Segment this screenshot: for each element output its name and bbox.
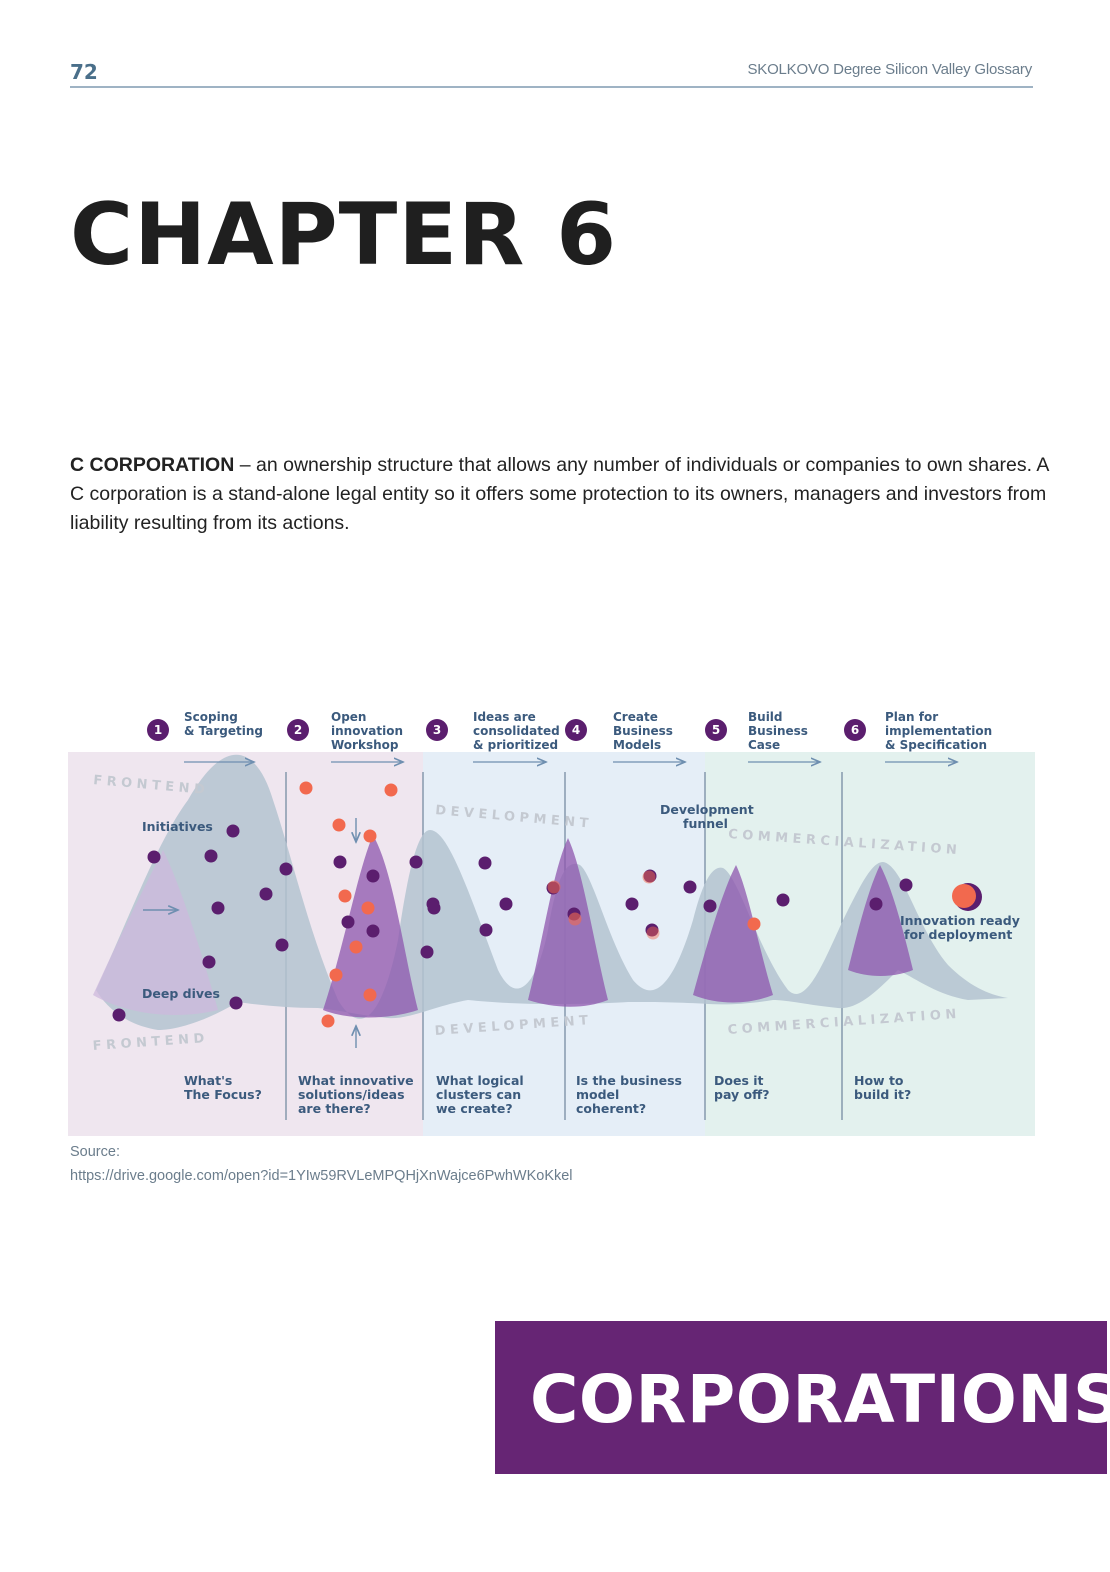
initiatives-label: Initiatives [142, 819, 213, 834]
source-label: Source: [70, 1144, 120, 1160]
funnel-label-1: Development [660, 802, 754, 817]
svg-text:pay off?: pay off? [714, 1087, 769, 1102]
step-2-line3: Workshop [331, 738, 399, 752]
step-4-number: 4 [572, 723, 580, 737]
step-3-number: 3 [433, 723, 441, 737]
funnel-label-2: funnel [683, 816, 728, 831]
svg-text:are there?: are there? [298, 1101, 371, 1116]
step-2-number: 2 [294, 723, 302, 737]
innovation-process-diagram: FRONTEND FRONTEND DEVELOPMENT DEVELOPMEN… [68, 690, 1035, 1136]
step-6-number: 6 [851, 723, 859, 737]
svg-text:Is the business: Is the business [576, 1073, 682, 1088]
svg-text:What innovative: What innovative [298, 1073, 414, 1088]
step-4-line1: Create [613, 710, 658, 724]
ready-label-2: for deployment [904, 927, 1012, 942]
step-3-line1: Ideas are [473, 710, 536, 724]
deep-dives-label: Deep dives [142, 986, 220, 1001]
definition-term: C CORPORATION [70, 454, 234, 476]
step-6-line2: implementation [885, 724, 992, 738]
section-banner-title: CORPORATIONS [530, 1361, 1110, 1438]
step-6-line1: Plan for [885, 710, 938, 724]
step-1-number: 1 [154, 723, 162, 737]
svg-text:What logical: What logical [436, 1073, 524, 1088]
svg-text:clusters can: clusters can [436, 1087, 521, 1102]
step-5-line3: Case [748, 738, 780, 752]
running-header: SKOLKOVO Degree Silicon Valley Glossary [747, 61, 1032, 78]
step-4-line2: Business [613, 724, 673, 738]
step-1-line1: Scoping [184, 710, 238, 724]
svg-text:How to: How to [854, 1073, 904, 1088]
step-2-line2: innovation [331, 724, 403, 738]
ready-label-1: Innovation ready [900, 913, 1020, 928]
step-3-line2: consolidated [473, 724, 560, 738]
svg-text:model: model [576, 1087, 619, 1102]
svg-text:The Focus?: The Focus? [184, 1087, 262, 1102]
svg-text:solutions/ideas: solutions/ideas [298, 1087, 405, 1102]
definition-paragraph: C CORPORATION – an ownership structure t… [70, 451, 1055, 538]
step-1-line2: & Targeting [184, 724, 263, 738]
svg-text:What's: What's [184, 1073, 232, 1088]
step-3-line3: & prioritized [473, 738, 558, 752]
chapter-title: CHAPTER 6 [70, 185, 617, 285]
svg-text:we create?: we create? [436, 1101, 513, 1116]
step-6-line3: & Specification [885, 738, 987, 752]
section-banner: CORPORATIONS [495, 1321, 1107, 1474]
svg-text:coherent?: coherent? [576, 1101, 646, 1116]
header-rule [70, 86, 1033, 88]
step-5-line2: Business [748, 724, 808, 738]
step-5-number: 5 [712, 723, 720, 737]
step-4-line3: Models [613, 738, 661, 752]
source-url[interactable]: https://drive.google.com/open?id=1YIw59R… [70, 1168, 573, 1184]
svg-text:build it?: build it? [854, 1087, 911, 1102]
page-number: 72 [70, 60, 98, 84]
svg-text:Does it: Does it [714, 1073, 764, 1088]
step-5-line1: Build [748, 710, 783, 724]
step-2-line1: Open [331, 710, 366, 724]
